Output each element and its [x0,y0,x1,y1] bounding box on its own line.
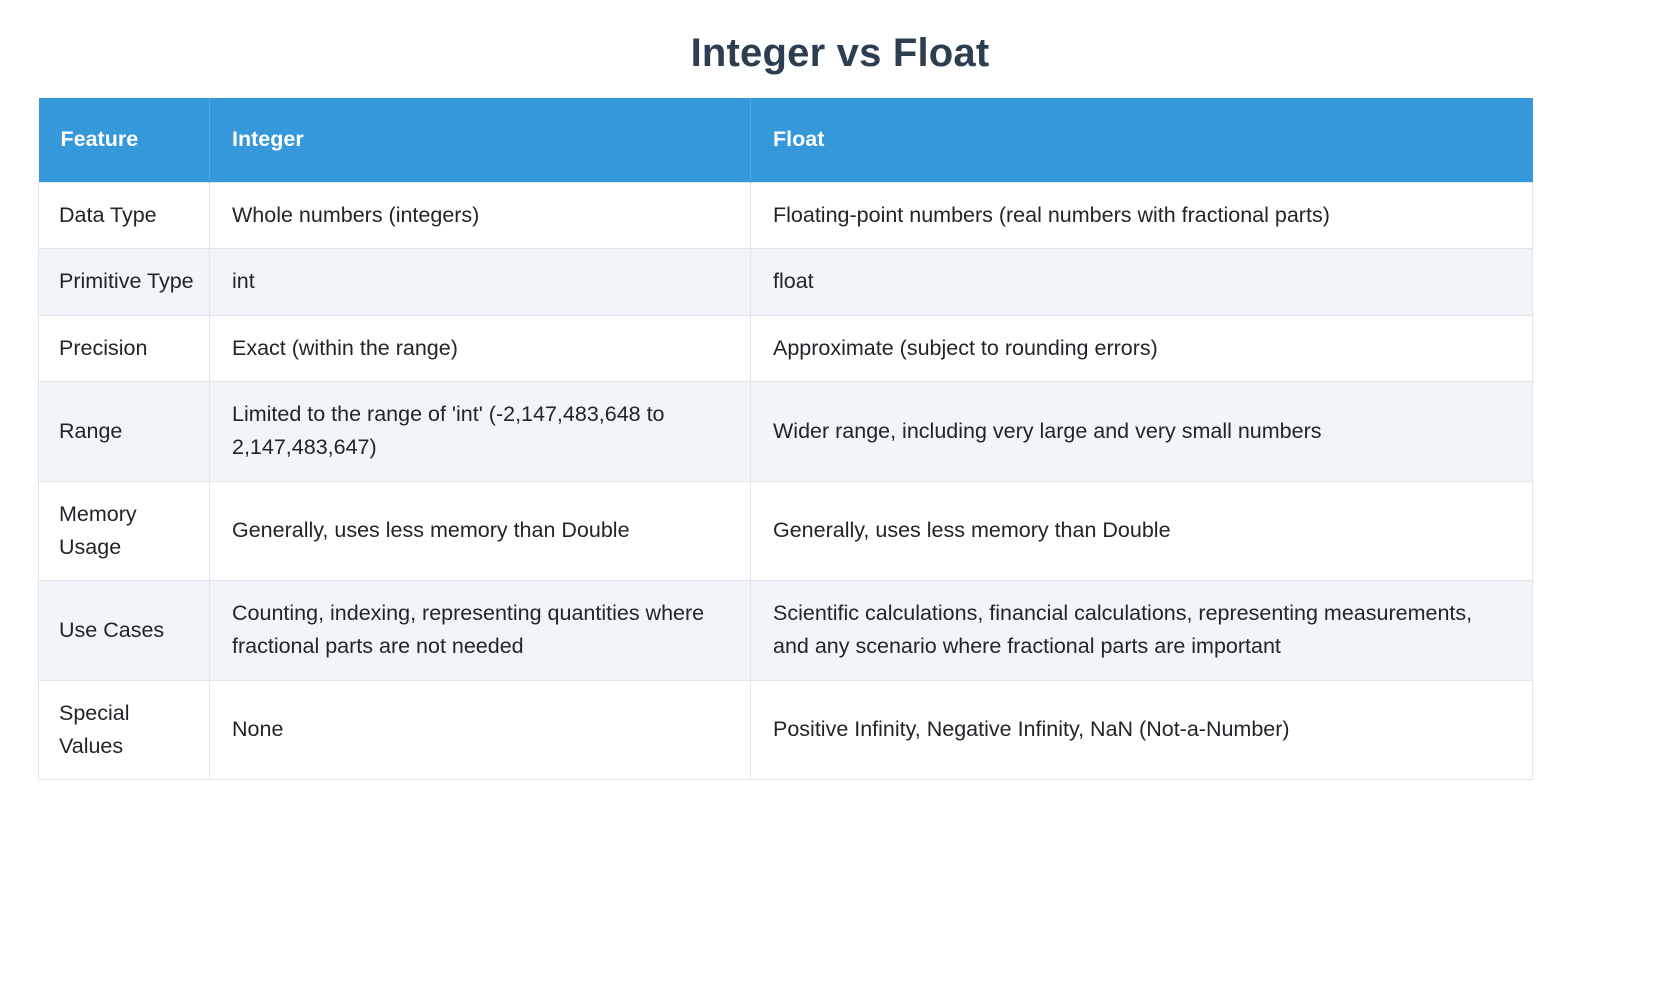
cell-float: Scientific calculations, financial calcu… [750,580,1533,681]
cell-float: Generally, uses less memory than Double [750,480,1533,582]
cell-feature: Range [38,380,210,482]
cell-integer: Generally, uses less memory than Double [209,480,751,582]
cell-integer: Limited to the range of 'int' (-2,147,48… [209,380,751,482]
column-header-feature: Feature [38,98,210,183]
cell-feature: Precision [38,314,210,382]
cell-feature: Special Values [38,679,210,781]
table-row: Range Limited to the range of 'int' (-2,… [38,380,1533,482]
table-row: Data Type Whole numbers (integers) Float… [38,181,1533,250]
table-row: Primitive Type int float [38,248,1533,316]
cell-float: Floating-point numbers (real numbers wit… [750,181,1533,250]
table-body: Data Type Whole numbers (integers) Float… [38,181,1533,781]
cell-float: float [750,248,1533,316]
table-row: Special Values None Positive Infinity, N… [38,679,1533,781]
cell-float: Approximate (subject to rounding errors) [750,314,1533,382]
table-header-row: Feature Integer Float [38,98,1533,183]
page-title: Integer vs Float [690,31,990,75]
cell-feature: Data Type [38,181,210,250]
cell-integer: None [209,679,751,781]
comparison-table-wrapper: Feature Integer Float Data Type Whole nu… [38,98,1533,781]
cell-float: Positive Infinity, Negative Infinity, Na… [750,679,1533,781]
table-row: Precision Exact (within the range) Appro… [38,314,1533,382]
cell-feature: Primitive Type [38,248,210,316]
cell-feature: Memory Usage [38,480,210,582]
comparison-table: Feature Integer Float Data Type Whole nu… [38,98,1533,781]
cell-integer: Exact (within the range) [209,314,751,382]
cell-integer: int [209,248,751,316]
table-header: Feature Integer Float [38,98,1533,183]
table-row: Use Cases Counting, indexing, representi… [38,580,1533,681]
table-row: Memory Usage Generally, uses less memory… [38,480,1533,582]
cell-feature: Use Cases [38,580,210,681]
column-header-integer: Integer [209,98,751,183]
cell-integer: Counting, indexing, representing quantit… [209,580,751,681]
cell-integer: Whole numbers (integers) [209,181,751,250]
cell-float: Wider range, including very large and ve… [750,380,1533,482]
column-header-float: Float [750,98,1533,183]
